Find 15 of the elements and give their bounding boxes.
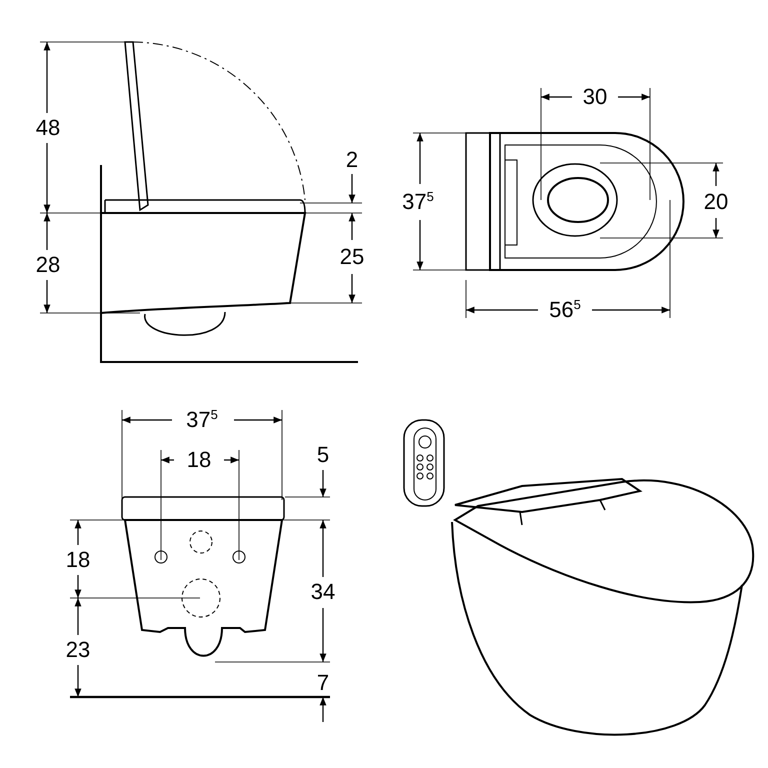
dimension-value: 20 xyxy=(704,191,728,213)
dimension-value: 56$^{5}$ xyxy=(549,299,581,321)
dimension-value: 7 xyxy=(316,672,330,694)
dimension-value: 18 xyxy=(66,549,90,571)
dimension-value: 34 xyxy=(310,581,336,603)
dimension-value: 25 xyxy=(340,246,364,268)
dimension-value: 18 xyxy=(186,449,212,471)
dimension-value: 30 xyxy=(582,86,608,108)
dimension-value: 28 xyxy=(36,254,60,276)
dimension-value: 37$^{5}$ xyxy=(186,409,218,431)
dimension-value: 23 xyxy=(66,639,90,661)
dimension-value: 48 xyxy=(36,117,60,139)
dimension-value: 2 xyxy=(346,149,358,171)
dimension-value: 5 xyxy=(316,444,330,466)
dimension-value: 37$^{5}$ xyxy=(402,191,434,213)
